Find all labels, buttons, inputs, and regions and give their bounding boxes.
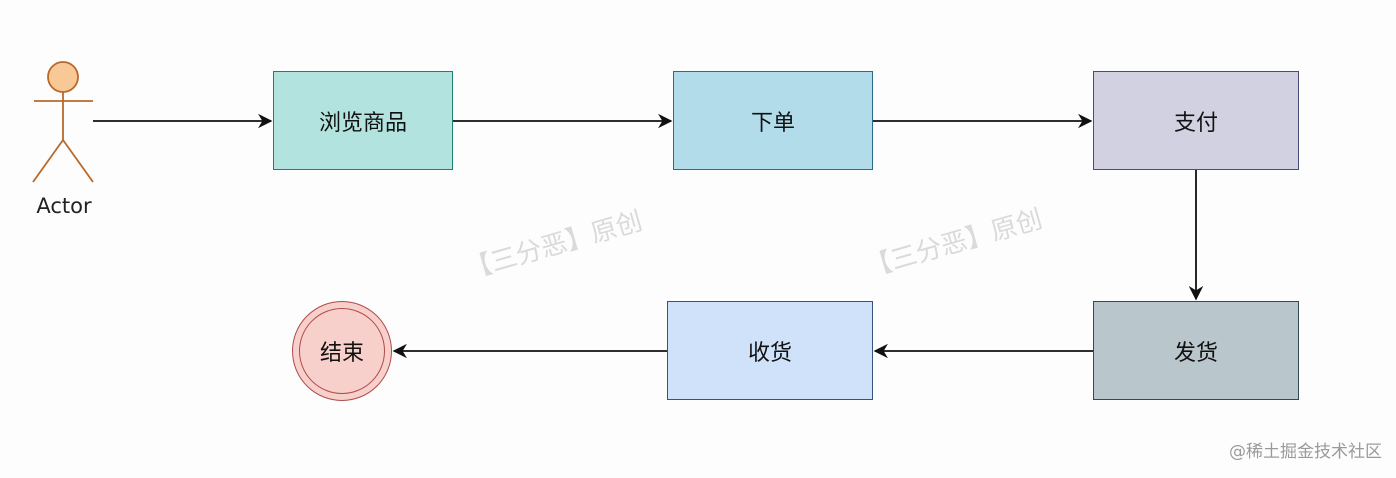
node-end[interactable]: 结束 [292, 301, 392, 401]
node-pay[interactable]: 支付 [1093, 71, 1299, 170]
node-place-order[interactable]: 下单 [673, 71, 873, 170]
node-receive[interactable]: 收货 [667, 301, 873, 400]
node-browse-products[interactable]: 浏览商品 [273, 71, 453, 170]
node-ship[interactable]: 发货 [1093, 301, 1299, 400]
source-credit: @稀土掘金技术社区 [1229, 442, 1382, 462]
actor-icon[interactable] [32, 61, 94, 183]
actor-label: Actor [36, 194, 92, 218]
node-end-label: 结束 [299, 308, 385, 394]
